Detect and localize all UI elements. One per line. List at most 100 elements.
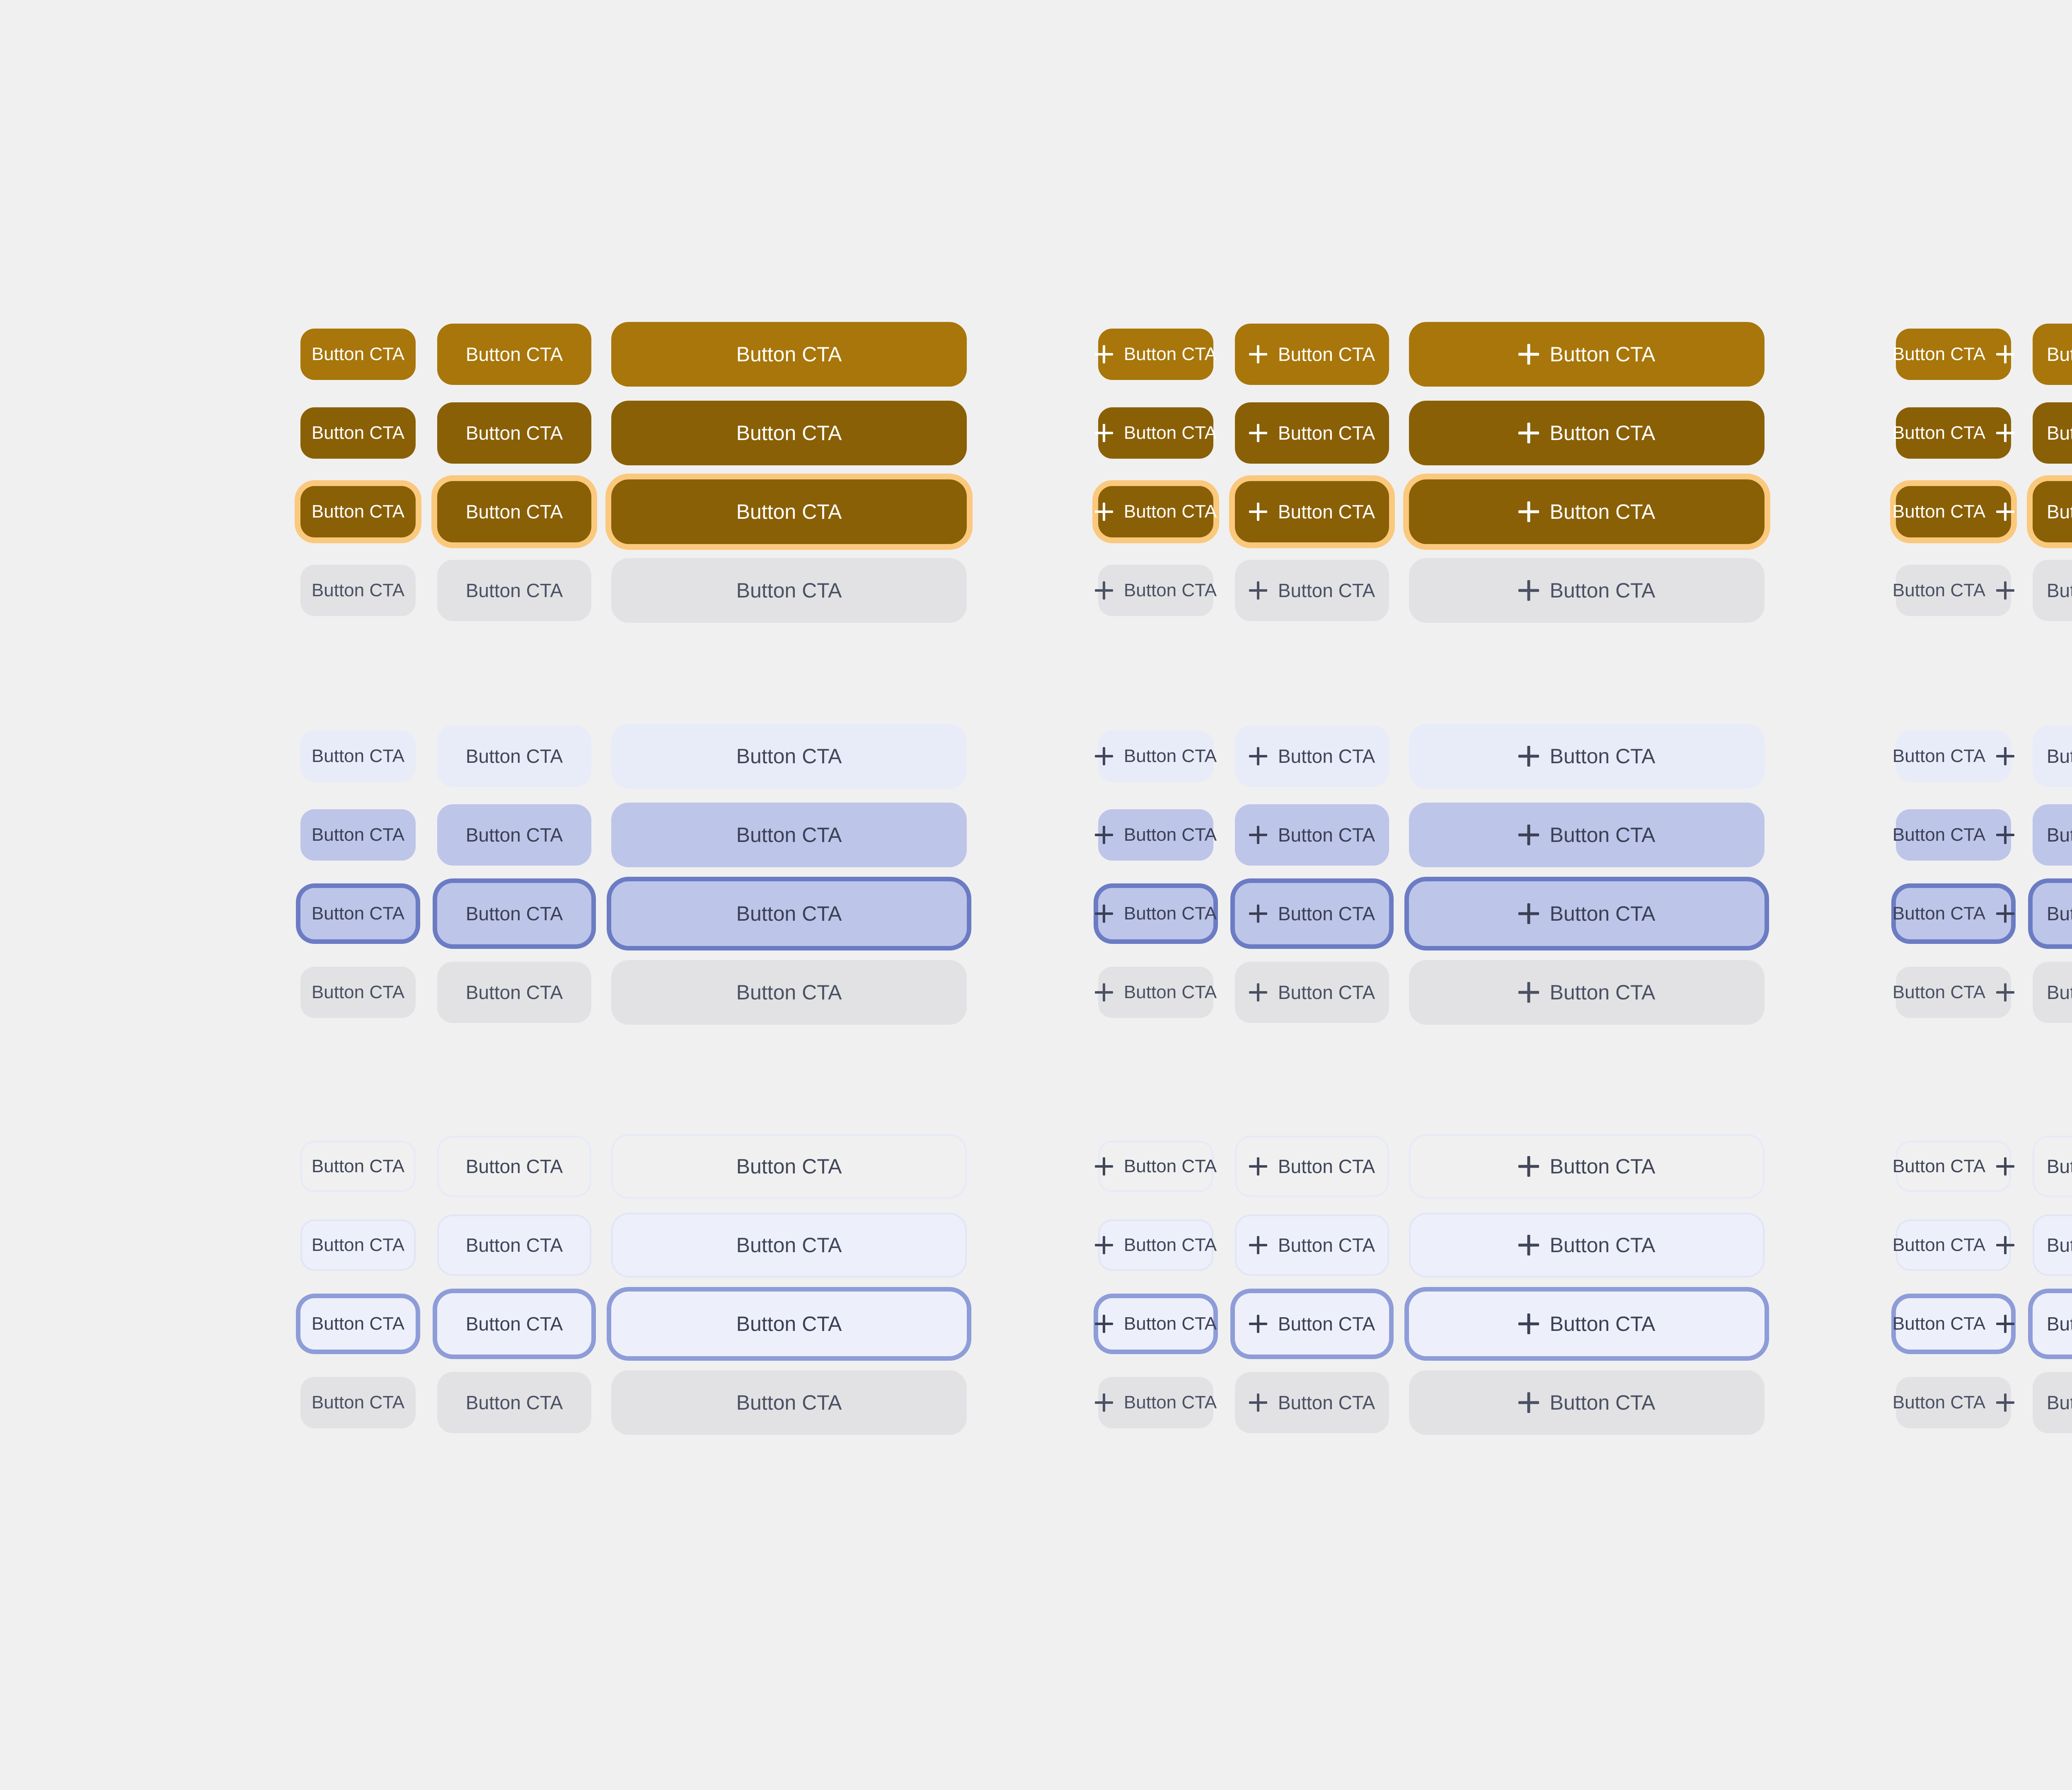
button-tertiary-hover-trailing-icon-sm[interactable]: Button CTA — [1893, 1219, 2011, 1271]
button-primary-default-label-only-sm[interactable]: Button CTA — [300, 329, 416, 380]
button-secondary-hover-trailing-icon-sm[interactable]: Button CTA — [1893, 809, 2011, 861]
plus-icon — [1518, 746, 1539, 767]
button-secondary-default-trailing-icon-sm[interactable]: Button CTA — [1893, 731, 2011, 782]
button-primary-hover-leading-icon-lg[interactable]: Button CTA — [1409, 401, 1765, 465]
button-primary-focus-trailing-icon-md[interactable]: Button CTA — [2033, 481, 2072, 542]
button-primary-hover-trailing-icon-sm[interactable]: Button CTA — [1893, 407, 2011, 459]
button-secondary-default-label-only-sm[interactable]: Button CTA — [300, 731, 416, 782]
button-slot: Button CTA — [611, 558, 976, 623]
button-secondary-default-label-only-lg[interactable]: Button CTA — [611, 724, 967, 789]
button-primary-default-label-only-md[interactable]: Button CTA — [437, 324, 591, 385]
button-secondary-default-trailing-icon-md[interactable]: Button CTA — [2033, 726, 2072, 787]
state-row-tertiary-hover: Button CTA Button CTA Button CTA Button CTA… — [0, 1206, 2072, 1284]
button-secondary-focus-leading-icon-lg[interactable]: Button CTA — [1409, 881, 1765, 946]
button-primary-default-label-only-lg[interactable]: Button CTA — [611, 322, 967, 387]
button-secondary-hover-leading-icon-lg[interactable]: Button CTA — [1409, 803, 1765, 867]
button-primary-default-trailing-icon-md[interactable]: Button CTA — [2033, 324, 2072, 385]
button-tertiary-disabled-trailing-icon-md: Button CTA — [2033, 1372, 2072, 1433]
button-tertiary-focus-leading-icon-lg[interactable]: Button CTA — [1409, 1292, 1765, 1356]
button-slot: Button CTA — [1893, 1141, 2033, 1192]
button-tertiary-hover-leading-icon-sm[interactable]: Button CTA — [1098, 1219, 1217, 1271]
button-tertiary-hover-trailing-icon-md[interactable]: Button CTA — [2033, 1214, 2072, 1276]
button-secondary-hover-trailing-icon-md[interactable]: Button CTA — [2033, 804, 2072, 866]
button-primary-hover-label-only-lg[interactable]: Button CTA — [611, 401, 967, 465]
button-tertiary-default-leading-icon-sm[interactable]: Button CTA — [1098, 1141, 1217, 1192]
button-label: Button CTA — [465, 501, 563, 522]
button-secondary-default-label-only-md[interactable]: Button CTA — [437, 726, 591, 787]
button-tertiary-focus-leading-icon-sm[interactable]: Button CTA — [1098, 1298, 1217, 1350]
button-label: Button CTA — [311, 746, 405, 766]
button-tertiary-hover-label-only-lg[interactable]: Button CTA — [611, 1213, 967, 1277]
button-tertiary-focus-label-only-sm[interactable]: Button CTA — [300, 1298, 416, 1350]
plus-icon — [1095, 747, 1113, 765]
button-label: Button CTA — [1123, 1392, 1217, 1413]
button-secondary-focus-trailing-icon-md[interactable]: Button CTA — [2033, 883, 2072, 944]
button-tertiary-default-label-only-sm[interactable]: Button CTA — [300, 1141, 416, 1192]
button-secondary-hover-leading-icon-md[interactable]: Button CTA — [1235, 804, 1389, 866]
button-secondary-default-leading-icon-lg[interactable]: Button CTA — [1409, 724, 1765, 789]
button-tertiary-default-label-only-lg[interactable]: Button CTA — [611, 1134, 967, 1199]
button-secondary-hover-label-only-md[interactable]: Button CTA — [437, 804, 591, 866]
button-secondary-default-leading-icon-sm[interactable]: Button CTA — [1095, 731, 1217, 782]
button-label: Button CTA — [2046, 1156, 2072, 1177]
button-tertiary-default-label-only-md[interactable]: Button CTA — [437, 1136, 591, 1197]
button-primary-default-leading-icon-lg[interactable]: Button CTA — [1409, 322, 1765, 387]
button-secondary-hover-label-only-sm[interactable]: Button CTA — [300, 809, 416, 861]
button-secondary-hover-label-only-lg[interactable]: Button CTA — [611, 803, 967, 867]
button-tertiary-focus-label-only-lg[interactable]: Button CTA — [611, 1292, 967, 1356]
button-secondary-focus-label-only-md[interactable]: Button CTA — [437, 883, 591, 944]
button-secondary-focus-label-only-lg[interactable]: Button CTA — [611, 881, 967, 946]
button-tertiary-hover-leading-icon-md[interactable]: Button CTA — [1235, 1214, 1389, 1276]
button-tertiary-hover-label-only-md[interactable]: Button CTA — [437, 1214, 591, 1276]
button-primary-default-leading-icon-sm[interactable]: Button CTA — [1098, 329, 1217, 380]
button-tertiary-focus-leading-icon-md[interactable]: Button CTA — [1235, 1293, 1389, 1355]
button-slot: Button CTA — [1409, 401, 1774, 465]
button-tertiary-default-trailing-icon-md[interactable]: Button CTA — [2033, 1136, 2072, 1197]
button-tertiary-hover-label-only-sm[interactable]: Button CTA — [300, 1219, 416, 1271]
button-primary-focus-trailing-icon-sm[interactable]: Button CTA — [1893, 486, 2011, 537]
button-label: Button CTA — [1549, 745, 1656, 768]
button-primary-hover-leading-icon-sm[interactable]: Button CTA — [1098, 407, 1217, 459]
button-label: Button CTA — [1123, 825, 1217, 845]
button-tertiary-focus-trailing-icon-md[interactable]: Button CTA — [2033, 1293, 2072, 1355]
button-secondary-focus-leading-icon-md[interactable]: Button CTA — [1235, 883, 1389, 944]
button-secondary-disabled-leading-icon-lg: Button CTA — [1409, 960, 1765, 1025]
plus-icon — [1996, 983, 2014, 1001]
button-primary-hover-label-only-sm[interactable]: Button CTA — [300, 407, 416, 459]
button-primary-focus-label-only-lg[interactable]: Button CTA — [611, 479, 967, 544]
button-primary-disabled-leading-icon-lg: Button CTA — [1409, 558, 1765, 623]
button-primary-focus-label-only-sm[interactable]: Button CTA — [300, 486, 416, 537]
button-primary-hover-label-only-md[interactable]: Button CTA — [437, 402, 591, 464]
button-tertiary-default-leading-icon-lg[interactable]: Button CTA — [1409, 1134, 1765, 1199]
button-primary-hover-trailing-icon-md[interactable]: Button CTA — [2033, 402, 2072, 464]
button-primary-focus-leading-icon-sm[interactable]: Button CTA — [1098, 486, 1217, 537]
plus-icon — [1095, 826, 1113, 844]
button-primary-focus-leading-icon-md[interactable]: Button CTA — [1235, 481, 1389, 542]
button-tertiary-focus-label-only-md[interactable]: Button CTA — [437, 1293, 591, 1355]
button-secondary-default-leading-icon-md[interactable]: Button CTA — [1235, 726, 1389, 787]
button-secondary-focus-trailing-icon-sm[interactable]: Button CTA — [1893, 888, 2011, 939]
button-secondary-hover-leading-icon-sm[interactable]: Button CTA — [1095, 809, 1217, 861]
button-tertiary-default-trailing-icon-sm[interactable]: Button CTA — [1893, 1141, 2011, 1192]
button-primary-focus-label-only-md[interactable]: Button CTA — [437, 481, 591, 542]
button-tertiary-focus-trailing-icon-sm[interactable]: Button CTA — [1893, 1298, 2011, 1350]
button-secondary-focus-leading-icon-sm[interactable]: Button CTA — [1098, 888, 1217, 939]
button-primary-hover-leading-icon-md[interactable]: Button CTA — [1235, 402, 1389, 464]
button-primary-focus-leading-icon-lg[interactable]: Button CTA — [1409, 479, 1765, 544]
button-slot: Button CTA — [1893, 1298, 2033, 1350]
button-tertiary-hover-leading-icon-lg[interactable]: Button CTA — [1409, 1213, 1765, 1277]
button-label: Button CTA — [1278, 1156, 1375, 1177]
button-tertiary-default-leading-icon-md[interactable]: Button CTA — [1235, 1136, 1389, 1197]
button-slot: Button CTA — [437, 962, 611, 1023]
button-label: Button CTA — [1123, 1313, 1217, 1334]
button-label: Button CTA — [465, 982, 563, 1003]
button-primary-default-leading-icon-md[interactable]: Button CTA — [1235, 324, 1389, 385]
button-slot: Button CTA — [300, 1141, 437, 1192]
button-slot: Button CTA — [1409, 881, 1774, 946]
button-primary-default-trailing-icon-sm[interactable]: Button CTA — [1893, 329, 2011, 380]
button-secondary-focus-label-only-sm[interactable]: Button CTA — [300, 888, 416, 939]
